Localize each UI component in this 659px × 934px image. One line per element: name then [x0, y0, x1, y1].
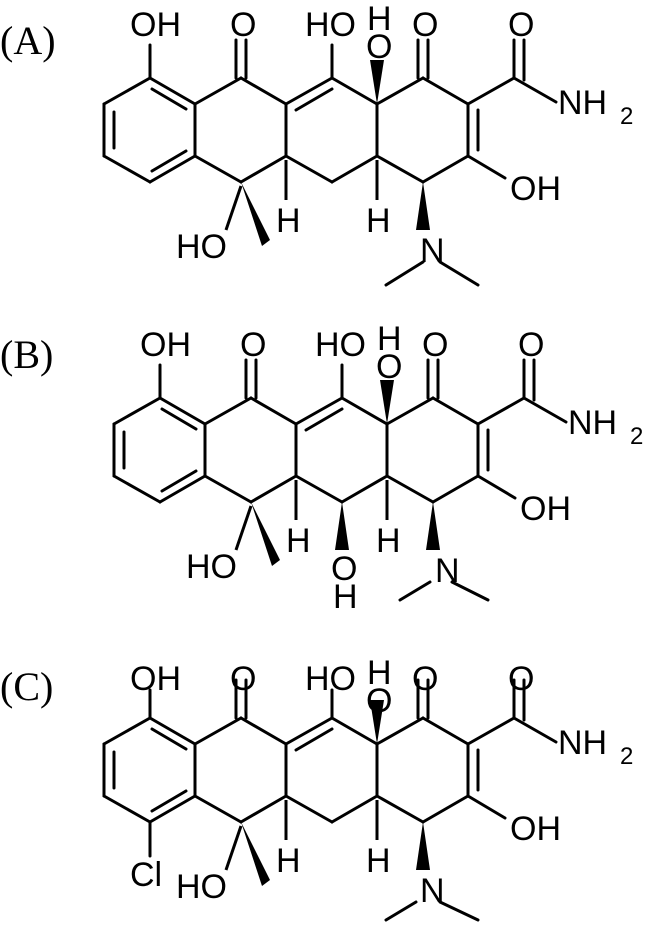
atom-label: NH	[568, 404, 617, 442]
atom-label: OH	[130, 660, 181, 698]
atom-label: OH	[520, 490, 571, 528]
atom-label: H	[367, 0, 392, 38]
atom-label: O	[230, 660, 256, 698]
atom-label: H	[286, 522, 311, 560]
atom-label: O	[412, 6, 438, 44]
atom-label: HO	[176, 868, 227, 906]
panel-a: (A)	[0, 0, 633, 287]
molecule-structure	[102, 678, 558, 922]
atom-label: O	[412, 660, 438, 698]
atom-label: O	[376, 348, 402, 386]
atom-label: HO	[176, 228, 227, 266]
molecule-structure	[102, 38, 558, 287]
atom-label: H	[376, 522, 401, 560]
atom-label: NH	[558, 84, 607, 122]
atom-label: HO	[305, 660, 356, 698]
atom-label: Cl	[130, 856, 162, 894]
atom-label: O	[240, 326, 266, 364]
atom-label: H	[367, 654, 392, 692]
atom-label: OH	[130, 6, 181, 44]
atom-label: O	[422, 326, 448, 364]
atom-label: OH	[510, 810, 561, 848]
atom-label: O	[331, 550, 357, 588]
panel-b: (B)	[0, 320, 643, 616]
atom-label: OH	[140, 326, 191, 364]
atom-label: O	[366, 682, 392, 720]
atom-label: H	[366, 202, 391, 240]
panel-label: (A)	[0, 18, 56, 63]
atom-subscript: 2	[620, 743, 633, 770]
panel-c: (C)	[0, 654, 633, 922]
atom-label: HO	[186, 548, 237, 586]
atom-label: H	[276, 842, 301, 880]
atom-label: H	[366, 842, 391, 880]
atom-label: O	[366, 28, 392, 66]
atom-label: HO	[305, 6, 356, 44]
atom-label: H	[276, 202, 301, 240]
atom-label: OH	[510, 170, 561, 208]
atom-label: O	[518, 326, 544, 364]
atom-subscript: 2	[630, 423, 643, 450]
atom-label: NH	[558, 724, 607, 762]
panel-label: (C)	[0, 664, 53, 709]
atom-label: N	[420, 872, 445, 910]
molecule-structure	[112, 358, 568, 602]
atom-subscript: 2	[620, 103, 633, 130]
atom-label: O	[508, 660, 534, 698]
atom-label: H	[377, 320, 402, 358]
atom-label: HO	[315, 326, 366, 364]
atom-label: H	[333, 578, 358, 616]
atom-label: N	[420, 232, 445, 270]
atom-label: O	[230, 6, 256, 44]
atom-label: N	[435, 552, 460, 590]
atom-label: O	[508, 6, 534, 44]
panel-label: (B)	[0, 332, 53, 377]
